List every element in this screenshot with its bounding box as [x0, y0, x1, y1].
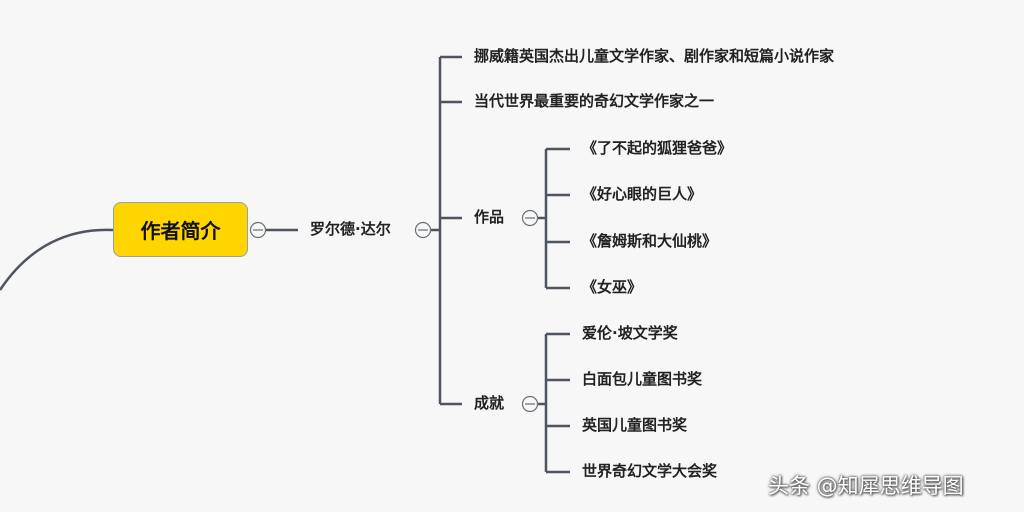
- achievements-collapse-toggle[interactable]: [521, 395, 539, 413]
- work-item[interactable]: 《女巫》: [582, 278, 643, 296]
- achievements-node[interactable]: 成就: [474, 394, 505, 412]
- central-topic-node[interactable]: 作者简介: [113, 202, 248, 257]
- award-item[interactable]: 英国儿童图书奖: [582, 416, 688, 434]
- work-item[interactable]: 《好心眼的巨人》: [582, 185, 703, 203]
- watermark: 头条 @知犀思维导图: [768, 474, 964, 498]
- work-item[interactable]: 《詹姆斯和大仙桃》: [582, 232, 718, 250]
- author-node[interactable]: 罗尔德·达尔: [310, 220, 391, 238]
- author-collapse-toggle[interactable]: [414, 221, 432, 239]
- fact-node-nationality[interactable]: 挪威籍英国杰出儿童文学作家、剧作家和短篇小说作家: [474, 47, 835, 65]
- work-item[interactable]: 《了不起的狐狸爸爸》: [582, 139, 733, 157]
- award-item[interactable]: 爱伦·坡文学奖: [582, 324, 678, 342]
- works-node[interactable]: 作品: [474, 208, 505, 226]
- fact-node-fantasy-writer[interactable]: 当代世界最重要的奇幻文学作家之一: [474, 92, 715, 110]
- central-collapse-toggle[interactable]: [249, 221, 267, 239]
- parent-connector: [0, 228, 114, 291]
- works-collapse-toggle[interactable]: [521, 209, 539, 227]
- award-item[interactable]: 世界奇幻文学大会奖: [582, 462, 718, 480]
- award-item[interactable]: 白面包儿童图书奖: [582, 370, 703, 388]
